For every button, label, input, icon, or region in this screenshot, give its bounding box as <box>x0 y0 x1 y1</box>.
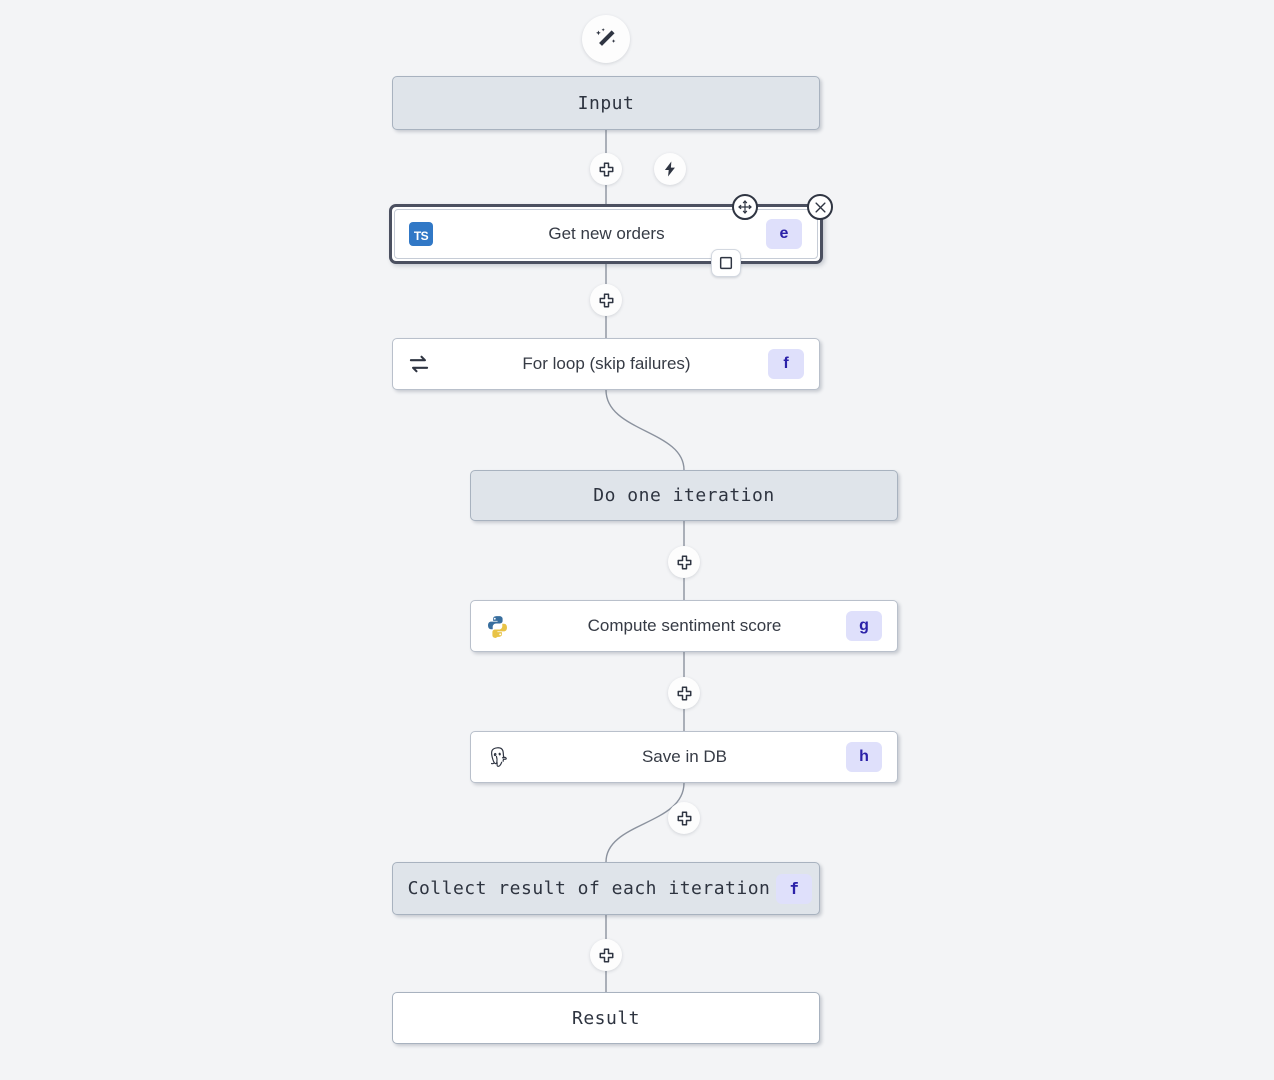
plus-icon <box>677 555 691 569</box>
add-step-button-after-collect-result[interactable] <box>590 939 622 971</box>
node-compute-sentiment-score-badge: g <box>846 611 882 641</box>
magic-wand-button[interactable] <box>582 15 630 63</box>
postgresql-icon <box>471 745 523 770</box>
node-input[interactable]: Input <box>392 76 820 130</box>
add-step-button-after-input[interactable] <box>590 153 622 185</box>
square-outline-icon <box>719 256 733 270</box>
loop-icon <box>393 351 445 377</box>
close-handle[interactable] <box>807 194 833 220</box>
resize-handle[interactable] <box>711 249 741 277</box>
add-step-button-after-save-in-db[interactable] <box>668 802 700 834</box>
add-step-button-after-do-one-iteration[interactable] <box>668 546 700 578</box>
node-get-new-orders-label: Get new orders <box>548 224 665 243</box>
node-do-one-iteration[interactable]: Do one iteration <box>470 470 898 521</box>
node-compute-sentiment-score[interactable]: Compute sentiment score g <box>470 600 898 652</box>
node-collect-result[interactable]: Collect result of each iteration f <box>392 862 820 915</box>
node-do-one-iteration-label: Do one iteration <box>593 485 775 506</box>
plus-icon <box>677 811 691 825</box>
plus-icon <box>599 948 613 962</box>
node-collect-result-badge: f <box>776 873 813 904</box>
node-compute-sentiment-score-label: Compute sentiment score <box>587 616 782 635</box>
plus-icon <box>599 293 613 307</box>
node-get-new-orders-selection[interactable]: TS Get new orders e <box>389 204 823 264</box>
node-input-label: Input <box>577 92 635 114</box>
python-icon <box>471 614 523 639</box>
plus-icon <box>677 686 691 700</box>
node-save-in-db[interactable]: Save in DB h <box>470 731 898 783</box>
typescript-icon: TS <box>395 222 447 246</box>
move-arrows-icon <box>738 200 752 214</box>
node-for-loop-label: For loop (skip failures) <box>522 354 691 373</box>
node-get-new-orders-badge: e <box>766 219 802 249</box>
add-step-button-after-compute-sentiment-score[interactable] <box>668 677 700 709</box>
node-get-new-orders[interactable]: TS Get new orders e <box>394 209 818 259</box>
plus-icon <box>599 162 613 176</box>
move-handle[interactable] <box>732 194 758 220</box>
node-result-label: Result <box>571 1007 641 1029</box>
node-for-loop[interactable]: For loop (skip failures) f <box>392 338 820 390</box>
lightning-bolt-icon <box>664 161 675 177</box>
trigger-button-after-input[interactable] <box>654 153 686 185</box>
add-step-button-after-get-new-orders[interactable] <box>590 284 622 316</box>
node-save-in-db-badge: h <box>846 742 882 772</box>
close-x-icon <box>814 201 826 213</box>
node-result[interactable]: Result <box>392 992 820 1044</box>
node-save-in-db-label: Save in DB <box>641 747 728 766</box>
node-collect-result-label: Collect result of each iteration <box>407 878 771 899</box>
magic-wand-icon <box>596 28 616 46</box>
node-for-loop-badge: f <box>768 349 804 379</box>
